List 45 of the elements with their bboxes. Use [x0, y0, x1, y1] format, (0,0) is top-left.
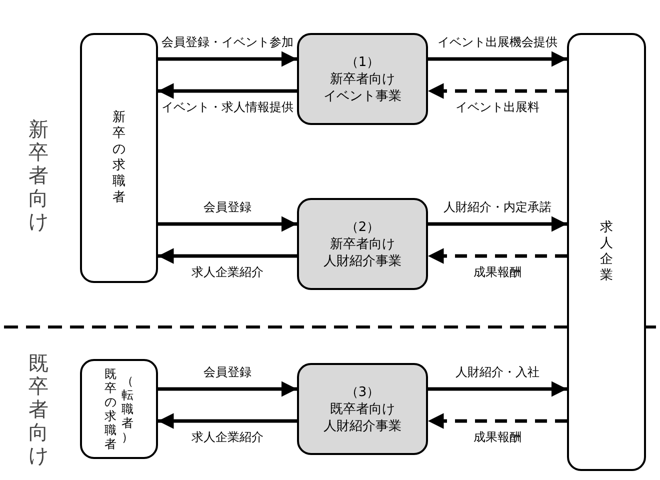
- edge-label: イベント出展機会提供: [438, 35, 558, 50]
- section-label: 既卒者向け: [28, 352, 49, 467]
- arrow: [428, 248, 567, 264]
- edge-label: イベント・求人情報提供: [162, 100, 294, 115]
- edge-label: 成果報酬: [474, 265, 522, 280]
- arrow: [428, 83, 567, 99]
- arrow: [428, 216, 567, 232]
- number-label: （3）: [345, 384, 380, 400]
- box-label: 新卒者向け: [330, 70, 395, 88]
- edge-label: 成果報酬: [474, 430, 522, 445]
- edge-label: 会員登録・イベント参加: [162, 35, 294, 50]
- arrow: [158, 51, 297, 67]
- box-label: （転職者）: [121, 374, 134, 444]
- box-label: 新卒の求職者: [112, 110, 126, 206]
- box-label: 既卒者向け: [330, 400, 395, 418]
- arrow: [158, 381, 297, 397]
- arrow: [428, 381, 567, 397]
- arrow: [158, 413, 297, 429]
- edge-label: 人財紹介・入社: [456, 365, 540, 380]
- party-box: [80, 33, 158, 283]
- arrow: [428, 413, 567, 429]
- edge-label: 求人企業紹介: [192, 265, 264, 280]
- box-label: 求人企業: [600, 220, 614, 284]
- edge-label: 求人企業紹介: [192, 430, 264, 445]
- business-box: [297, 363, 428, 455]
- edge-label: 会員登録: [204, 200, 252, 215]
- arrow: [158, 216, 297, 232]
- box-label: イベント事業: [324, 88, 402, 104]
- edge-label: 会員登録: [204, 365, 252, 380]
- party-box: [80, 359, 158, 459]
- edge-label: イベント出展料: [456, 100, 540, 115]
- box-label: 人財紹介事業: [324, 252, 402, 270]
- arrow: [428, 51, 567, 67]
- business-box: [297, 33, 428, 125]
- number-label: （1）: [345, 54, 380, 70]
- box-label: 人財紹介事業: [324, 418, 402, 434]
- section-label: 新卒者向け: [28, 118, 49, 233]
- box-label: 既卒の求職者: [104, 367, 117, 451]
- arrow: [158, 83, 297, 99]
- party-box: [567, 33, 646, 471]
- arrow: [158, 248, 297, 264]
- box-label: 新卒者向け: [330, 236, 395, 252]
- edge-label: 人財紹介・内定承諾: [444, 200, 552, 215]
- number-label: （2）: [345, 218, 380, 236]
- business-box: [297, 198, 428, 290]
